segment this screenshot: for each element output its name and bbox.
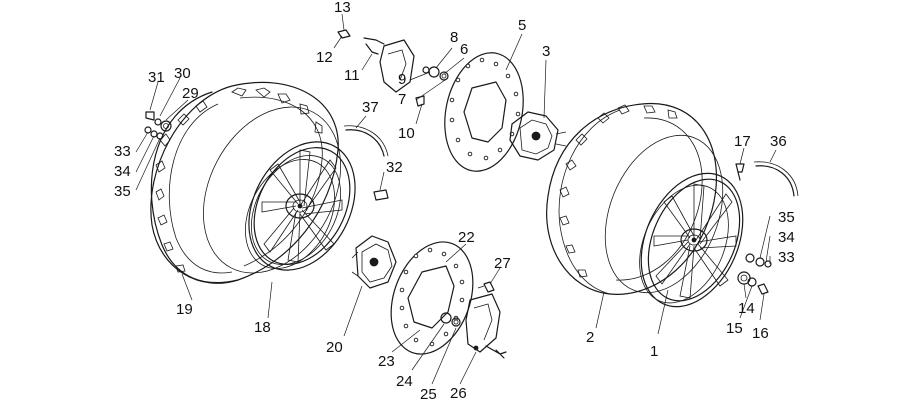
callout-3: 3 [542,43,550,60]
callout-29: 29 [182,85,199,102]
left-caliper-parts [440,281,507,359]
callout-12: 12 [316,49,333,66]
leader-lines [135,13,777,385]
callout-27: 27 [494,255,511,272]
callout-33-left: 33 [114,143,131,160]
callout-30: 30 [174,65,191,82]
callout-24: 24 [396,373,413,390]
callout-labels: 1 2 3 5 6 7 8 9 10 11 12 13 14 15 16 17 … [114,0,795,401]
callout-5: 5 [518,17,526,34]
callout-8: 8 [450,29,458,46]
callout-35-left: 35 [114,183,131,200]
callout-13: 13 [334,0,351,16]
callout-34-right: 34 [778,229,795,246]
callout-14: 14 [738,300,755,317]
callout-1: 1 [650,343,658,360]
callout-33-right: 33 [778,249,795,266]
front-hub [509,111,567,161]
callout-10: 10 [398,125,415,142]
callout-6: 6 [460,41,468,58]
callout-22: 22 [458,229,475,246]
right-tire [546,102,724,295]
callout-32: 32 [386,159,403,176]
callout-18: 18 [254,319,271,336]
callout-11: 11 [344,67,360,84]
callout-25: 25 [420,386,437,401]
left-hub [351,235,397,289]
callout-36: 36 [770,133,787,150]
callout-19: 19 [176,301,193,318]
right-rim [639,172,744,308]
callout-34-left: 34 [114,163,131,180]
callout-17: 17 [734,133,751,150]
callout-31: 31 [148,69,165,86]
callout-15: 15 [726,320,743,337]
left-axle-hardware [144,111,172,140]
right-valve-and-weight [735,161,799,197]
callout-35-right: 35 [778,209,795,226]
callout-9: 9 [398,71,406,88]
callout-26: 26 [450,385,467,401]
callout-37: 37 [362,99,379,116]
callout-23: 23 [378,353,395,370]
left-weight-and-bolt [343,125,389,201]
callout-7: 7 [398,91,406,108]
left-tire [150,81,341,284]
callout-16: 16 [752,325,769,342]
front-brake-disc [444,52,524,172]
callout-2: 2 [586,329,594,346]
left-rim [245,141,356,271]
callout-20: 20 [326,339,343,356]
